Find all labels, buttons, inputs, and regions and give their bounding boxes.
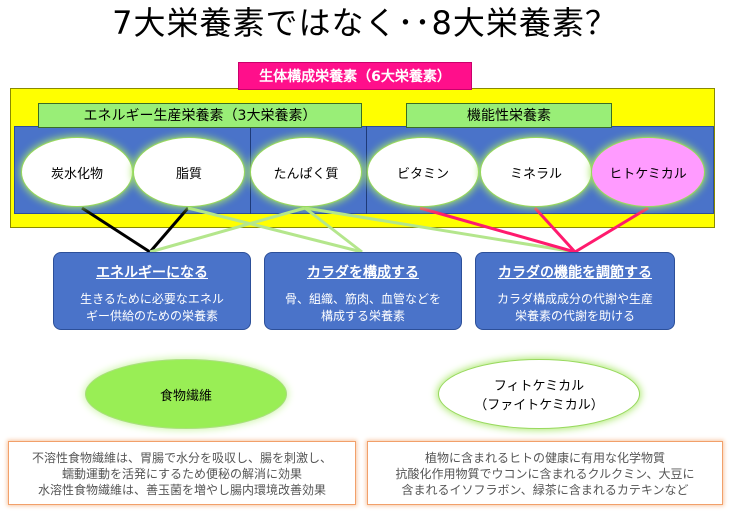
panel-divider [250,126,251,214]
nutrient-protein: たんぱく質 [251,138,361,206]
function-title: エネルギーになる [96,265,208,281]
connector-line [187,206,363,254]
function-description: 生きるために必要なエネル ギー供給のための栄養素 [80,292,224,323]
connector-line [574,206,649,254]
functional-group-label: 機能性栄養素 [406,103,612,128]
function-box-body: カラダを構成する 骨、組織、筋肉、血管などを 構成する栄養素 [264,252,462,330]
phytochemical-label: フィトケミカル [493,379,585,394]
function-box-regulate: カラダの機能を調節する カラダ構成成分の代謝や生産 栄養素の代謝を助ける [475,252,675,330]
fiber-oval: 食物繊維 [86,360,286,428]
function-description: カラダ構成成分の代謝や生産 栄養素の代謝を助ける [496,292,653,323]
six-nutrients-label: 生体構成栄養素（6大栄養素） [238,62,472,90]
page-title: 7大栄養素ではなく･･8大栄養素？ [112,4,618,42]
connector-line [533,206,577,254]
connector-line [81,206,151,254]
connector-line [419,206,576,254]
nutrient-lipid: 脂質 [134,138,244,206]
connector-line [149,206,306,254]
fiber-note: 不溶性食物繊維は、胃腸で水分を吸収し、腸を刺激し、 蠕動運動を活発にするため便秘… [8,441,356,505]
connector-line [304,206,576,254]
panel-divider [366,126,367,214]
nutrient-vitamin: ビタミン [368,138,478,206]
energy-group-label: エネルギー生産栄養素（3大栄養素） [38,103,362,128]
function-box-energy: エネルギーになる 生きるために必要なエネル ギー供給のための栄養素 [53,252,251,330]
nutrient-mineral: ミネラル [481,138,591,206]
nutrient-human-chemical: ヒトケミカル [592,138,704,206]
connector-line [304,206,363,254]
phytochemical-oval: フィトケミカル （ファイトケミカル） [439,360,639,428]
function-title: カラダを構成する [307,265,419,281]
nutrient-carbohydrate: 炭水化物 [22,138,132,206]
function-title: カラダの機能を調節する [498,265,652,281]
function-description: 骨、組織、筋肉、血管などを 構成する栄養素 [284,292,441,323]
phytochemical-sublabel: （ファイトケミカル） [474,398,604,413]
phytochemical-note: 植物に含まれるヒトの健康に有用な化学物質 抗酸化作用物質でウコンに含まれるクルク… [367,441,723,505]
connector-line [148,207,190,253]
